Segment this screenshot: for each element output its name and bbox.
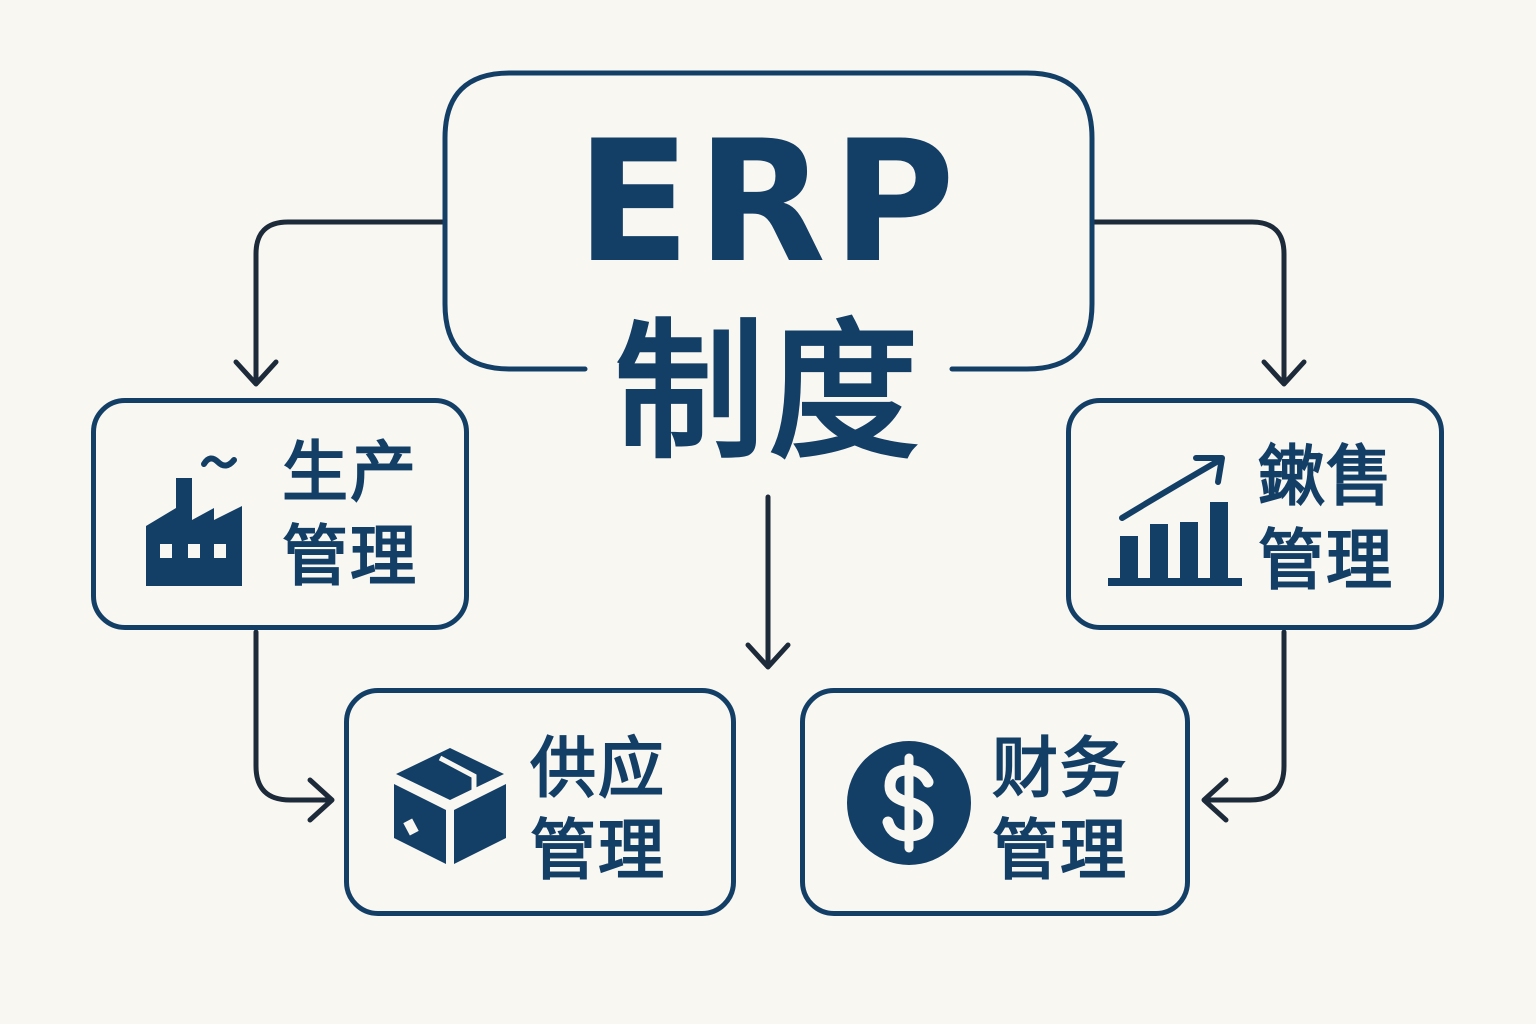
production-label-line2: 管理	[282, 518, 418, 595]
finance-label-line1: 财务	[992, 730, 1128, 807]
growth-chart-icon	[1108, 455, 1242, 586]
sales-label-line1: 鏉售	[1258, 438, 1394, 515]
sales-label-line2: 管理	[1258, 522, 1394, 599]
arrowhead-finance	[1201, 777, 1229, 823]
arrowhead-sales	[1261, 359, 1307, 387]
arrowhead-supply	[307, 777, 335, 823]
finance-node	[800, 688, 1190, 916]
erp-title: ERP	[575, 104, 962, 300]
arrow-sales-to-finance	[1203, 629, 1287, 803]
factory-icon	[146, 455, 242, 586]
erp-subtitle: 制度	[614, 306, 923, 480]
supply-node	[344, 688, 736, 916]
sales-node	[1066, 398, 1444, 630]
finance-label-line2: 管理	[992, 812, 1128, 889]
production-node	[91, 398, 469, 630]
arrowhead-center-down	[745, 642, 791, 670]
supply-label-line1: 供应	[530, 730, 666, 807]
production-label-line1: 生产	[282, 434, 418, 511]
supply-label-line2: 管理	[530, 812, 666, 889]
arrow-production-to-supply	[253, 629, 333, 803]
arrow-to-sales	[1091, 219, 1287, 385]
arrowhead-production	[233, 359, 279, 387]
dollar-coin-icon	[847, 741, 971, 865]
arrow-to-production	[253, 219, 446, 385]
box-icon	[394, 748, 506, 864]
